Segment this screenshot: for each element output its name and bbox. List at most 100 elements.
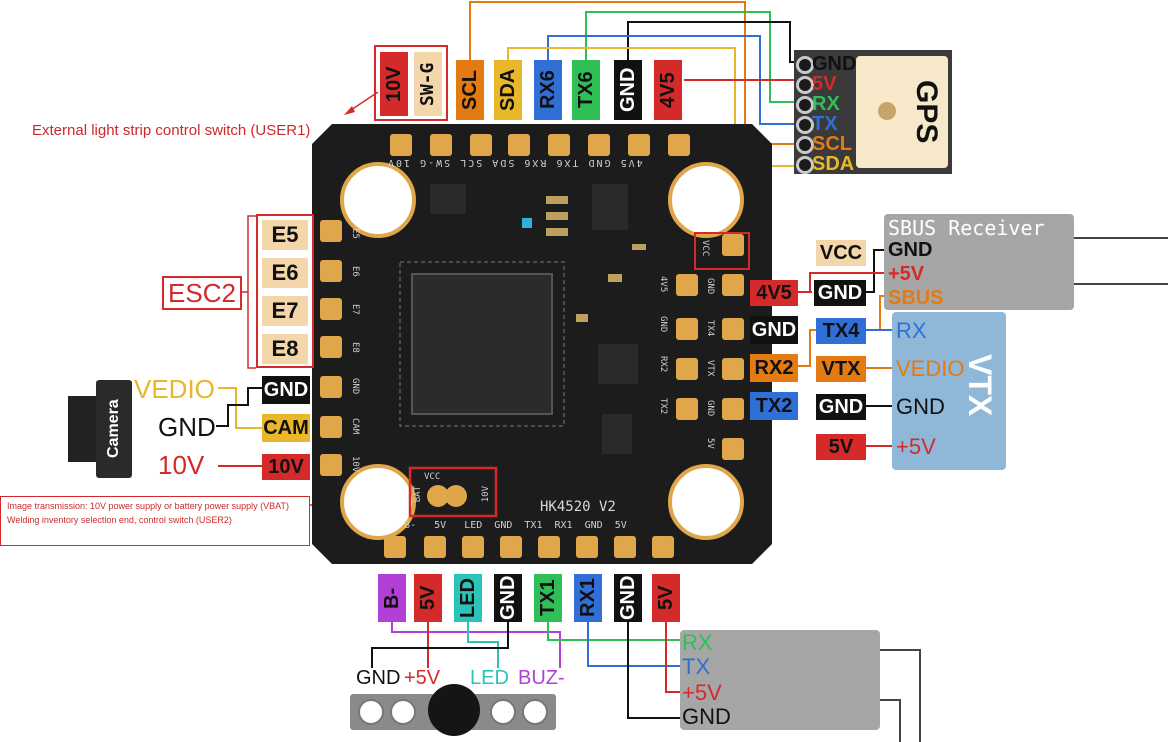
silk-e7: E7 bbox=[350, 304, 360, 315]
note-user2-line2: Welding inventory selection end, control… bbox=[7, 515, 232, 525]
camera-pad-gnd: GND bbox=[262, 376, 310, 404]
sbus-pin-sbus: SBUS bbox=[888, 287, 944, 309]
wire-tx1-rx bbox=[547, 622, 684, 641]
silk-r-tx4: TX4 bbox=[705, 320, 715, 337]
mount-hole-tr bbox=[668, 162, 744, 238]
silk-r-4v5: 4V5 bbox=[658, 276, 668, 293]
receiver2-pin-rx: RX bbox=[682, 630, 713, 655]
sbus-pin-gnd: GND bbox=[888, 239, 933, 261]
wire-gnd-sbus bbox=[866, 249, 888, 293]
esc-bracket bbox=[242, 215, 256, 369]
vtx-pin-vedio: VEDIO bbox=[896, 356, 965, 381]
silk-e5: E5 bbox=[350, 228, 360, 239]
vcc-frame bbox=[694, 232, 750, 270]
silk-cam: CAM bbox=[350, 418, 360, 435]
top-pads bbox=[390, 134, 690, 156]
esc-pin-e6: E6 bbox=[262, 258, 308, 288]
wire-tx6-gps bbox=[585, 11, 800, 103]
label-top-sda: SDA bbox=[494, 60, 522, 120]
label-bottom-gnd2: GND bbox=[614, 574, 642, 622]
vtx-vtx: VTX bbox=[816, 356, 866, 382]
selector-pad-left bbox=[427, 485, 449, 507]
camera-pad-cam: CAM bbox=[262, 414, 310, 442]
vtx-tx4: TX4 bbox=[816, 318, 866, 344]
buzzer-pin-1 bbox=[358, 699, 384, 725]
buzzer-pin-3 bbox=[490, 699, 516, 725]
vtx-pin-gnd: GND bbox=[896, 394, 945, 419]
buzzer-gnd: GND bbox=[356, 667, 401, 689]
vtx-pad-rx2: RX2 bbox=[750, 354, 798, 382]
vtx-gnd: GND bbox=[816, 394, 866, 420]
board-top-silk: 4V5 GND TX6 RX6 SDA SCL SW-G 10V bbox=[386, 157, 643, 168]
board-right-silk-vcc: VCC bbox=[700, 240, 710, 257]
gps-module: GPS bbox=[794, 50, 952, 174]
wire-gnd-cam bbox=[216, 387, 262, 427]
chip-small-1 bbox=[430, 184, 466, 214]
esc-frame bbox=[256, 214, 314, 368]
buzzer-icon bbox=[428, 684, 480, 736]
sbus-pad-gnd: GND bbox=[814, 280, 866, 306]
silk-e6: E6 bbox=[350, 266, 360, 277]
sbus-vcc: VCC bbox=[816, 240, 866, 266]
label-top-rx6: RX6 bbox=[534, 60, 562, 120]
wire-5v-rx2 bbox=[665, 622, 684, 693]
wire-5v-sbus bbox=[800, 272, 888, 293]
wire-gnd-gps bbox=[627, 21, 800, 63]
wire-gnd-buz bbox=[371, 622, 509, 668]
gps-pin-rx: RX bbox=[812, 93, 840, 115]
gps-pin-2 bbox=[796, 76, 814, 94]
rx2-antenna-2 bbox=[880, 699, 901, 742]
gps-pin-tx: TX bbox=[812, 113, 838, 135]
label-bottom-rx1: RX1 bbox=[574, 574, 602, 622]
label-bottom-tx1: TX1 bbox=[534, 574, 562, 622]
camera-body bbox=[96, 380, 132, 478]
selector-10v-silk: 10V bbox=[481, 486, 491, 503]
receiver2-pin-tx: TX bbox=[682, 654, 711, 679]
camera-vedio: VEDIO bbox=[134, 374, 215, 404]
bottom-pads bbox=[384, 536, 674, 558]
flight-controller-board bbox=[312, 124, 772, 564]
selector-pad-right bbox=[445, 485, 467, 507]
esc-pin-e7: E7 bbox=[262, 296, 308, 326]
gps-pin-gnd: GND bbox=[812, 53, 857, 75]
camera-icon bbox=[68, 396, 96, 462]
sbus-pad-4v5: 4V5 bbox=[750, 280, 798, 306]
vtx-module bbox=[892, 312, 1006, 470]
camera-10v: 10V bbox=[158, 450, 205, 480]
note-user2-line1: Image transmission: 10V power supply or … bbox=[7, 501, 289, 511]
gps-pin-4 bbox=[796, 116, 814, 134]
vtx-pin-rx: RX bbox=[896, 318, 927, 343]
receiver2-pin-5v: +5V bbox=[682, 680, 722, 705]
label-bottom-gnd: GND bbox=[494, 574, 522, 622]
board-bottom-silk: B- 5V LED GND TX1 RX1 GND 5V bbox=[404, 520, 627, 531]
gps-antenna-dot bbox=[878, 102, 896, 120]
mcu-outline bbox=[399, 261, 565, 427]
receiver2-pin-gnd: GND bbox=[682, 704, 731, 729]
label-bottom-b: B- bbox=[378, 574, 406, 622]
buzzer-led: LED bbox=[470, 667, 509, 689]
note-user2: Image transmission: 10V power supply or … bbox=[0, 496, 310, 546]
wire-b-buz bbox=[391, 622, 561, 668]
gps-pin-5 bbox=[796, 136, 814, 154]
silk-10v: 10V bbox=[350, 456, 360, 473]
user1-arrowhead bbox=[344, 106, 355, 115]
silk-e8: E8 bbox=[350, 342, 360, 353]
silk-r-tx2: TX2 bbox=[658, 398, 668, 415]
vtx-pin-5v: +5V bbox=[896, 434, 936, 459]
gps-pin-3 bbox=[796, 96, 814, 114]
label-bottom-5v2: 5V bbox=[652, 574, 680, 622]
silk-r-rx2: RX2 bbox=[658, 356, 668, 373]
wire-gnd-rx2 bbox=[627, 622, 684, 719]
buzzer-5v: +5V bbox=[404, 667, 441, 689]
mount-hole-tl bbox=[340, 162, 416, 238]
camera-label: Camera bbox=[105, 399, 122, 459]
label-top-gnd: GND bbox=[614, 60, 642, 120]
rx2-antenna-1 bbox=[880, 649, 921, 742]
camera-pad-10v: 10V bbox=[262, 454, 310, 480]
selector-vcc-silk: VCC bbox=[424, 472, 441, 482]
esc-pin-e8: E8 bbox=[262, 334, 308, 364]
silk-gnd: GND bbox=[350, 378, 360, 395]
mcu-chip bbox=[411, 273, 553, 415]
label-bottom-5v: 5V bbox=[414, 574, 442, 622]
